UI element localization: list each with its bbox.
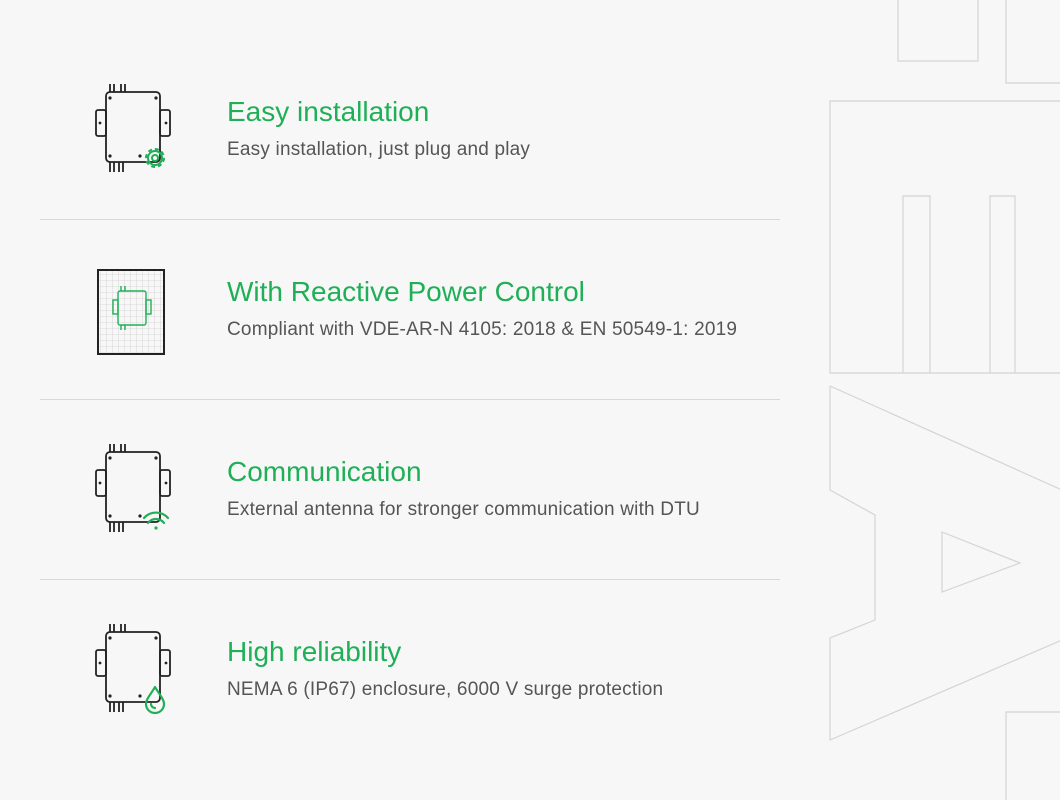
feature-title: Easy installation	[227, 96, 430, 127]
feature-item-communication: Communication External antenna for stron…	[40, 400, 780, 580]
feature-description: Easy installation, just plug and play	[227, 139, 531, 160]
feature-item-high-reliability: High reliability NEMA 6 (IP67) enclosure…	[40, 580, 780, 760]
feature-item-easy-installation: Easy installation Easy installation, jus…	[40, 40, 780, 220]
feature-title: Communication	[227, 456, 422, 487]
feature-description: External antenna for stronger communicat…	[227, 499, 700, 520]
feature-description: Compliant with VDE-AR-N 4105: 2018 & EN …	[227, 319, 738, 340]
feature-item-reactive-power-control: With Reactive Power Control Compliant wi…	[40, 220, 780, 400]
inverter-gear-icon	[95, 84, 171, 172]
feature-list: Easy installation Easy installation, jus…	[40, 40, 780, 760]
feature-title: With Reactive Power Control	[227, 276, 585, 307]
inverter-wifi-icon	[95, 444, 171, 532]
feature-title: High reliability	[227, 636, 402, 667]
feature-description: NEMA 6 (IP67) enclosure, 6000 V surge pr…	[227, 679, 664, 700]
inverter-panel-icon	[97, 269, 165, 355]
inverter-drop-icon	[95, 624, 171, 715]
